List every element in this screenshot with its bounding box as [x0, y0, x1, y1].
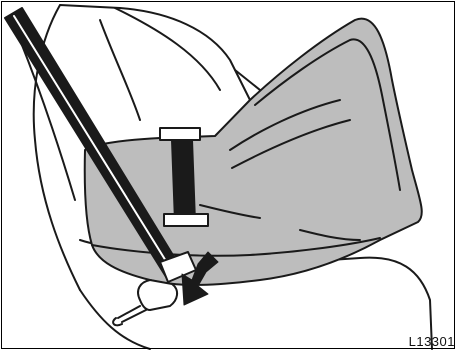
figure-code-label: L13301: [409, 334, 455, 349]
figure-frame: [1, 1, 455, 349]
